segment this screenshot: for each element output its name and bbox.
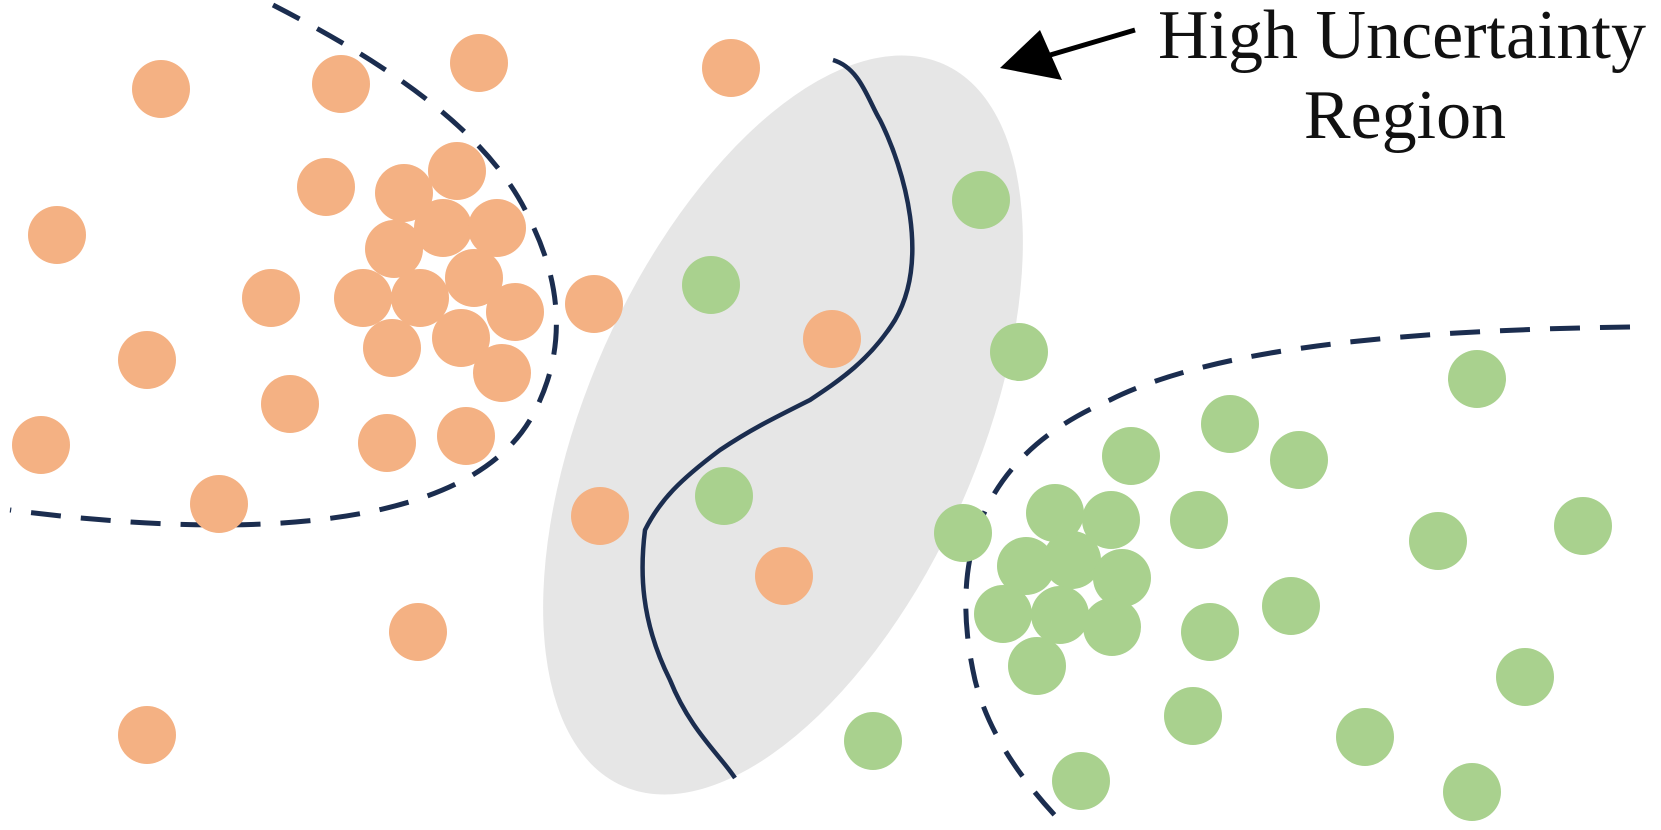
orange-point [702, 39, 760, 97]
green-point [1082, 491, 1140, 549]
orange-point [312, 55, 370, 113]
green-point [974, 585, 1032, 643]
orange-point [261, 375, 319, 433]
orange-point [190, 475, 248, 533]
green-point [1031, 586, 1089, 644]
green-point [1554, 497, 1612, 555]
decision-boundary [640, 57, 915, 780]
orange-point [363, 319, 421, 377]
orange-point [803, 310, 861, 368]
orange-point [445, 249, 503, 307]
orange-point [437, 407, 495, 465]
annotation-label-line2: Region [1304, 77, 1506, 154]
green-point [1336, 708, 1394, 766]
orange-point [755, 547, 813, 605]
green-point [1448, 350, 1506, 408]
orange-point [389, 603, 447, 661]
orange-point [414, 199, 472, 257]
orange-point [391, 269, 449, 327]
orange-point [118, 331, 176, 389]
orange-point [375, 164, 433, 222]
green-point [1409, 512, 1467, 570]
arrow-shaft [1039, 27, 1136, 61]
orange-point [468, 199, 526, 257]
green-point [1496, 648, 1554, 706]
green-cluster-boundary [963, 324, 1631, 828]
orange-point [132, 60, 190, 118]
green-point [695, 467, 753, 525]
green-point [1008, 637, 1066, 695]
green-point [844, 712, 902, 770]
green-point [1093, 549, 1151, 607]
green-point [1262, 577, 1320, 635]
orange-point [571, 487, 629, 545]
green-point [1052, 752, 1110, 810]
orange-point [242, 269, 300, 327]
orange-point [12, 416, 70, 474]
green-point [990, 323, 1048, 381]
green-point [1102, 427, 1160, 485]
orange-cluster-boundary [9, 2, 559, 528]
green-point [997, 537, 1055, 595]
arrow-head-icon [1000, 30, 1062, 80]
uncertainty-region [543, 55, 1023, 795]
annotation-label-line1: High Uncertainty [1158, 0, 1646, 74]
orange-point [297, 158, 355, 216]
orange-point [486, 283, 544, 341]
green-point [1201, 395, 1259, 453]
green-point [1164, 687, 1222, 745]
green-point [1181, 603, 1239, 661]
green-point [1026, 484, 1084, 542]
orange-point [365, 220, 423, 278]
green-point [934, 504, 992, 562]
green-point [1083, 598, 1141, 656]
green-point [1443, 763, 1501, 821]
green-point [952, 171, 1010, 229]
green-point [1043, 531, 1101, 589]
orange-point [473, 344, 531, 402]
green-point [1270, 431, 1328, 489]
annotation-arrow [1000, 27, 1136, 80]
orange-point [432, 309, 490, 367]
orange-points [12, 34, 861, 764]
orange-point [450, 34, 508, 92]
green-point [1170, 491, 1228, 549]
green-point [682, 256, 740, 314]
green-points [682, 171, 1612, 821]
orange-point [428, 142, 486, 200]
orange-point [28, 206, 86, 264]
orange-point [565, 275, 623, 333]
orange-point [358, 414, 416, 472]
orange-point [334, 269, 392, 327]
orange-point [118, 706, 176, 764]
